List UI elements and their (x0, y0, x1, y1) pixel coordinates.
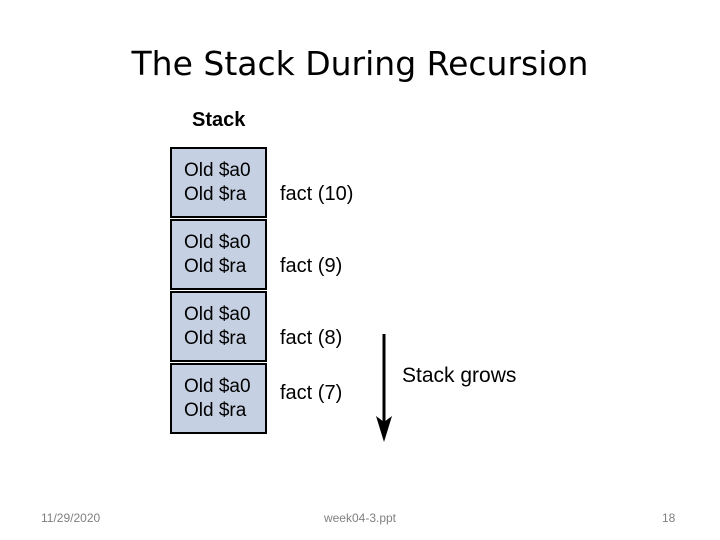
stack-frame-line-ra: Old $ra (184, 255, 247, 277)
stack-frame-line-a0: Old $a0 (184, 159, 251, 181)
stack-frame-line-ra: Old $ra (184, 327, 247, 349)
footer-date: 11/29/2020 (41, 511, 101, 525)
stack-frame-line-a0: Old $a0 (184, 375, 251, 397)
stack-frame-line-a0: Old $a0 (184, 231, 251, 253)
stack-frame: Old $a0 Old $ra (170, 291, 267, 362)
fact-call-label: fact (7) (280, 382, 343, 404)
stack-frame: Old $a0 Old $ra (170, 219, 267, 290)
stack-frame-line-a0: Old $a0 (184, 303, 251, 325)
stack-frame: Old $a0 Old $ra (170, 363, 267, 434)
stack-frame-line-ra: Old $ra (184, 183, 247, 205)
stack-frame: Old $a0 Old $ra (170, 147, 267, 218)
stack-heading-label: Stack (192, 109, 246, 131)
fact-call-label: fact (9) (280, 255, 343, 277)
stack-frame-column: Old $a0 Old $ra Old $a0 Old $ra Old $a0 … (170, 147, 267, 435)
fact-call-label: fact (8) (280, 327, 343, 349)
footer-filename: week04-3.ppt (323, 511, 397, 525)
page-title: The Stack During Recursion (131, 44, 589, 83)
arrow-down-icon (376, 334, 392, 442)
footer-page-number: 18 (662, 511, 676, 525)
stack-grows-label: Stack grows (402, 364, 517, 387)
stack-frame-line-ra: Old $ra (184, 399, 247, 421)
fact-call-label: fact (10) (280, 183, 354, 205)
